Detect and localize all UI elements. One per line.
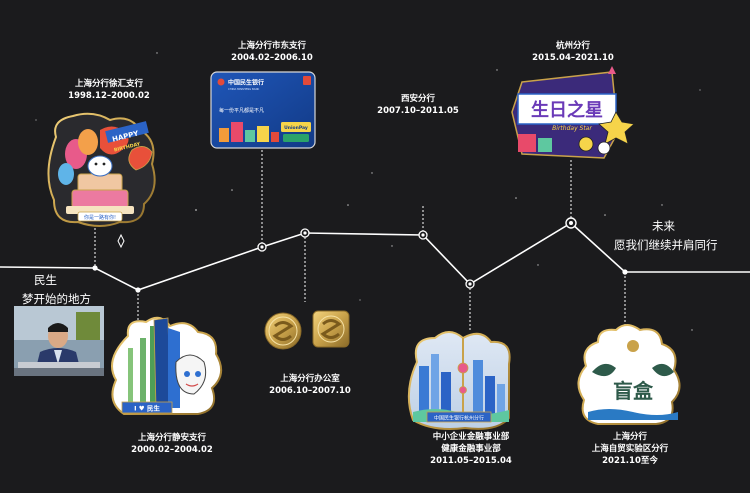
timeline-node xyxy=(566,218,576,228)
city-skyline-badge: 中国民生银行杭州分行 xyxy=(409,332,510,429)
hangzhou-sub-text: Birthday Star xyxy=(552,125,592,132)
branch-label-xian: 西安分行 2007.10–2011.05 xyxy=(368,93,468,117)
portrait-photo xyxy=(14,306,104,376)
birthday-star-badge: 生日之星 Birthday Star xyxy=(512,66,634,158)
branch-label-xuhui: 上海分行徐汇支行 1998.12–2000.02 xyxy=(64,78,154,102)
branch-name: 上海分行徐汇支行 xyxy=(64,78,154,90)
start-slogan: 民生 梦开始的地方 xyxy=(22,271,91,309)
timeline-node xyxy=(135,287,140,292)
sme-banner-text: 中国民生银行杭州分行 xyxy=(434,415,484,422)
end-slogan-line2: 愿我们继续并肩同行 xyxy=(614,236,718,255)
end-slogan: 未来 愿我们继续并肩同行 xyxy=(614,217,718,255)
sparkle-icon xyxy=(118,235,124,247)
branch-label-sme: 中小企业金融事业部 健康金融事业部 2011.05–2015.04 xyxy=(416,431,526,467)
jingan-bamboo-badge: I ♥ 民生 xyxy=(112,318,221,414)
timeline-nodes xyxy=(92,218,627,293)
branch-name-2: 健康金融事业部 xyxy=(416,443,526,455)
branch-period: 2021.10至今 xyxy=(575,455,685,467)
timeline-node xyxy=(301,229,309,237)
timeline-node xyxy=(466,280,474,288)
end-slogan-line1: 未来 xyxy=(614,217,718,236)
cake-ribbon-text: 你是一路有你! xyxy=(84,214,116,221)
branch-name: 杭州分行 xyxy=(523,40,623,52)
timeline-node xyxy=(92,265,97,270)
branch-period: 1998.12–2000.02 xyxy=(64,90,154,102)
branch-label-shanghai-ftz: 上海分行 上海自贸实验区分行 2021.10至今 xyxy=(575,431,685,467)
branch-name: 上海分行市东支行 xyxy=(222,40,322,52)
branch-label-office: 上海分行办公室 2006.10–2007.10 xyxy=(260,373,360,397)
start-slogan-line2: 梦开始的地方 xyxy=(22,290,91,309)
coin-round-icon xyxy=(265,313,301,349)
branch-period: 2000.02–2004.02 xyxy=(122,444,222,456)
branch-name: 上海分行 xyxy=(575,431,685,443)
branch-period: 2011.05–2015.04 xyxy=(416,455,526,467)
jingan-banner-text: I ♥ 民生 xyxy=(134,404,160,413)
branch-name: 西安分行 xyxy=(368,93,468,105)
branch-period: 2004.02–2006.10 xyxy=(222,52,322,64)
hangzhou-title-text: 生日之星 xyxy=(531,99,603,121)
timeline-node xyxy=(622,269,627,274)
branch-name: 上海分行办公室 xyxy=(260,373,360,385)
branch-period: 2007.10–2011.05 xyxy=(368,105,468,117)
branch-name: 上海分行静安支行 xyxy=(122,432,222,444)
cloud-gate-badge: 盲盒 xyxy=(578,325,679,424)
timeline-connectors xyxy=(95,150,625,330)
branch-period: 2015.04–2021.10 xyxy=(523,52,623,64)
gold-coins-badge xyxy=(265,311,349,349)
timeline-node xyxy=(419,231,427,239)
ziyou-char: 盲盒 xyxy=(613,379,654,403)
branch-period: 2006.10–2007.10 xyxy=(260,385,360,397)
card-slogan-text: 每一份平凡都是不凡 xyxy=(219,107,264,114)
bank-card-badge: 中国民生银行 CHINA MINSHENG BANK 每一份平凡都是不凡 Uni… xyxy=(211,72,315,148)
card-bank-name: 中国民生银行 xyxy=(228,79,264,87)
start-slogan-line1: 民生 xyxy=(22,271,91,290)
branch-name: 中小企业金融事业部 xyxy=(416,431,526,443)
coin-square-icon xyxy=(313,311,349,347)
branch-label-hangzhou: 杭州分行 2015.04–2021.10 xyxy=(523,40,623,64)
card-brand-text: UnionPay xyxy=(284,125,308,131)
branch-name-2: 上海自贸实验区分行 xyxy=(575,443,685,455)
branch-label-jingan: 上海分行静安支行 2000.02–2004.02 xyxy=(122,432,222,456)
branch-label-shidong: 上海分行市东支行 2004.02–2006.10 xyxy=(222,40,322,64)
timeline-node xyxy=(258,243,266,251)
card-bank-en: CHINA MINSHENG BANK xyxy=(228,87,260,91)
birthday-cake-badge: HAPPY BIRTHDAY 你是一路有你! xyxy=(48,114,154,226)
